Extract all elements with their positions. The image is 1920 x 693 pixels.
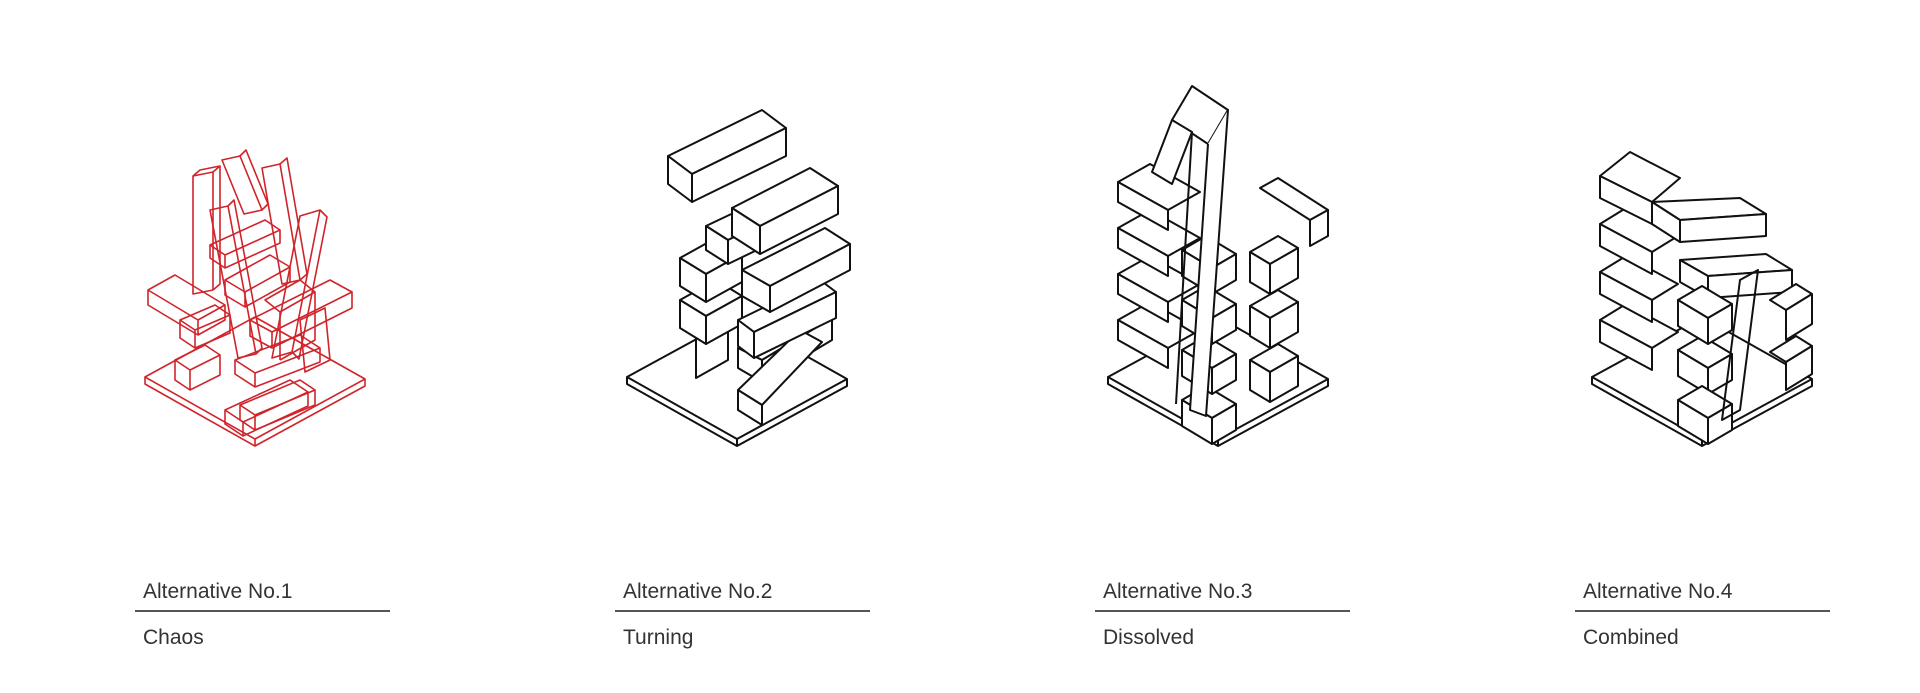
caption: Alternative No.1 Chaos <box>135 577 390 653</box>
caption-divider <box>615 610 870 612</box>
chaotic-stacked-blocks-icon <box>144 149 366 447</box>
caption-divider <box>1575 610 1830 612</box>
alternative-subtitle: Dissolved <box>1103 626 1195 649</box>
alternative-title: Alternative No.3 <box>1103 580 1253 603</box>
caption: Alternative No.4 Combined <box>1575 577 1830 653</box>
alternative-title: Alternative No.2 <box>623 580 773 603</box>
alternative-subtitle: Turning <box>623 626 694 649</box>
caption: Alternative No.2 Turning <box>615 577 870 653</box>
alternative-title: Alternative No.1 <box>143 580 293 603</box>
alternative-panel-1: Alternative No.1 Chaos <box>0 0 480 693</box>
turning-stacked-blocks-icon <box>626 109 851 447</box>
alternative-subtitle: Chaos <box>143 626 204 649</box>
alternative-panel-2: Alternative No.2 Turning <box>480 0 960 693</box>
alternative-panel-4: Alternative No.4 Combined <box>1440 0 1920 693</box>
caption: Alternative No.3 Dissolved <box>1095 577 1350 653</box>
combined-stacked-blocks-icon <box>1591 151 1813 447</box>
dissolved-stacked-blocks-icon <box>1107 85 1329 447</box>
caption-divider <box>135 610 390 612</box>
alternative-title: Alternative No.4 <box>1583 580 1733 603</box>
caption-divider <box>1095 610 1350 612</box>
alternative-subtitle: Combined <box>1583 626 1679 649</box>
alternative-panel-3: Alternative No.3 Dissolved <box>960 0 1440 693</box>
